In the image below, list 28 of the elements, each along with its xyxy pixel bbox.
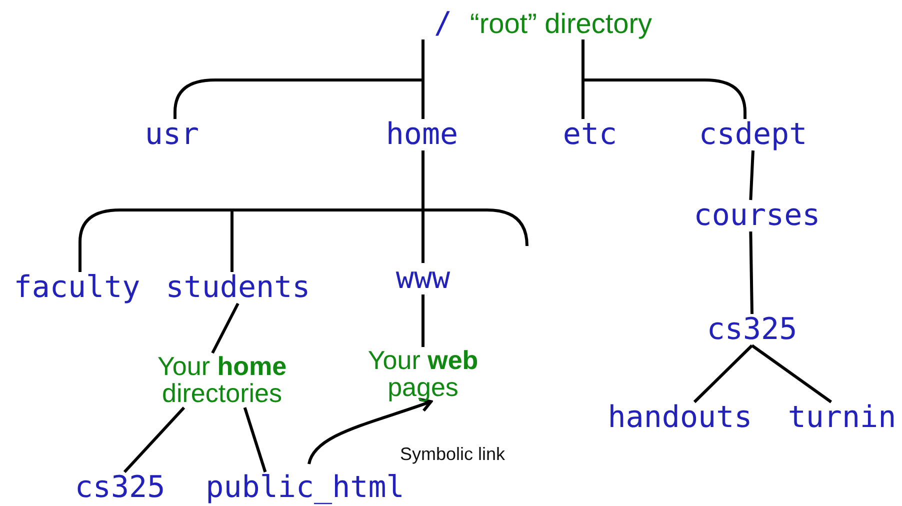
tree-line bbox=[123, 406, 186, 474]
tree-line bbox=[751, 344, 832, 404]
directory-name: cs325 bbox=[74, 472, 166, 504]
tree-line bbox=[693, 344, 754, 404]
directory-name: public_html bbox=[206, 472, 404, 504]
link-arrow bbox=[308, 398, 432, 464]
tree-line bbox=[211, 302, 240, 354]
directory-note: Your home directories bbox=[127, 353, 317, 408]
directory-name: csdept bbox=[698, 119, 808, 150]
tree-line bbox=[749, 150, 754, 200]
tree-line bbox=[582, 40, 746, 119]
tree-line bbox=[422, 294, 424, 347]
directory-name: faculty bbox=[14, 272, 140, 304]
directory-name: cs325 bbox=[706, 314, 798, 346]
tree-line bbox=[749, 231, 754, 314]
directory-name: handouts bbox=[608, 402, 752, 434]
directory-name: usr bbox=[144, 119, 200, 150]
root-symbol: / bbox=[434, 6, 452, 41]
directory-note: Your web pages bbox=[343, 347, 503, 402]
directory-name: www bbox=[396, 263, 450, 294]
directory-name: turnin bbox=[788, 402, 896, 434]
root-label: “root” directory bbox=[470, 8, 652, 39]
edge-label: Symbolic link bbox=[400, 444, 506, 465]
tree-line bbox=[243, 407, 267, 472]
directory-name: home bbox=[386, 119, 458, 150]
directory-name: students bbox=[166, 272, 310, 304]
directory-name: courses bbox=[694, 200, 820, 232]
directory-name: etc bbox=[562, 119, 618, 150]
